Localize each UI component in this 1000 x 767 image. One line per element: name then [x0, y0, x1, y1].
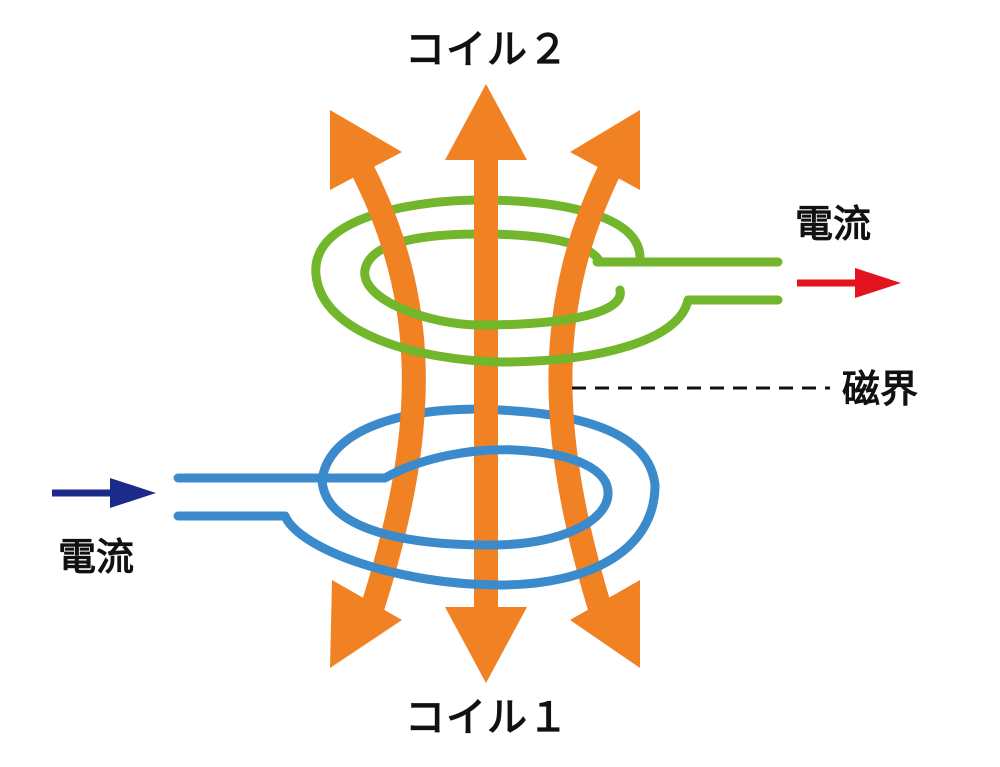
- current-in-label: 電流: [58, 535, 135, 579]
- coil1-back: [317, 404, 660, 490]
- field-arrowhead-left-top: [330, 110, 402, 190]
- field-line-left: [349, 159, 426, 619]
- field-arrowhead-left-bottom: [330, 580, 402, 668]
- field-arrowhead-center-top: [445, 84, 527, 160]
- current-out-arrow: [797, 268, 901, 298]
- field-arrowhead-center-bottom: [445, 607, 527, 683]
- coil2-label: コイル２: [405, 27, 569, 73]
- field-arrowhead-right-bottom: [570, 580, 640, 668]
- field-arrows: [330, 84, 640, 683]
- current-in-arrow: [52, 478, 156, 508]
- current-out-label: 電流: [795, 202, 872, 246]
- coil2-front: [311, 257, 783, 367]
- coil1-front: [173, 445, 660, 590]
- coil1-label: コイル１: [405, 695, 569, 741]
- magnetic-field-label: 磁界: [842, 367, 919, 411]
- field-line-right: [548, 159, 623, 619]
- field-arrowhead-right-top: [570, 110, 640, 190]
